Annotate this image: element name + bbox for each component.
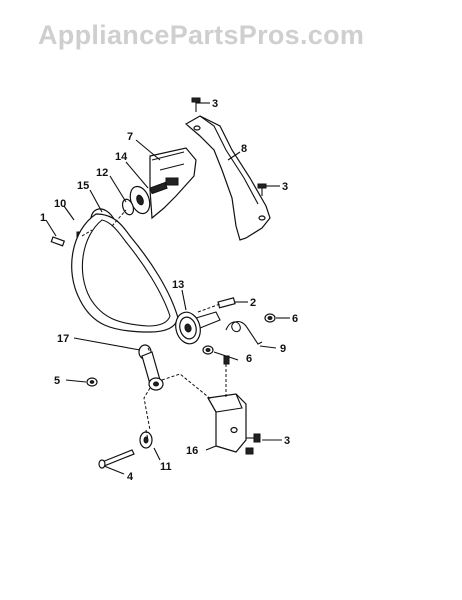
callout-11: 11 — [160, 461, 172, 473]
callout-3-right: 3 — [282, 181, 288, 193]
callout-7: 7 — [127, 131, 133, 143]
v-belt — [71, 213, 179, 333]
callout-9: 9 — [280, 343, 286, 355]
shoulder-bolt — [197, 297, 236, 313]
callout-12: 12 — [96, 167, 108, 179]
callout-13: 13 — [172, 279, 184, 291]
screw-bottom — [245, 447, 254, 455]
spring — [225, 320, 263, 345]
nut-lower — [202, 345, 214, 355]
callout-5: 5 — [54, 375, 60, 387]
lower-bracket — [207, 393, 247, 453]
callout-3-bottom: 3 — [284, 435, 290, 447]
callout-8: 8 — [241, 143, 247, 155]
callout-10: 10 — [54, 198, 66, 210]
nut-upper — [264, 313, 276, 323]
idler-arm — [138, 344, 164, 391]
screw-bottom-right — [246, 433, 261, 443]
assembly-lines — [81, 209, 227, 441]
callout-14: 14 — [115, 151, 128, 163]
washer-bottom — [139, 431, 153, 449]
callout-16: 16 — [186, 445, 198, 457]
callout-17: 17 — [57, 333, 69, 345]
callout-1: 1 — [40, 212, 46, 224]
callout-2: 2 — [250, 297, 256, 309]
upper-bracket — [149, 147, 197, 220]
idler-pulley — [175, 311, 221, 345]
callout-15: 15 — [77, 180, 89, 192]
callout-6-upper: 6 — [292, 313, 298, 325]
bracket-arm — [184, 115, 271, 241]
callout-4: 4 — [127, 471, 134, 483]
callout-6-lower: 6 — [246, 353, 252, 365]
upper-pulley — [121, 181, 168, 216]
callout-labels: 3 7 8 14 12 15 3 10 1 13 2 6 17 9 6 5 3 … — [40, 98, 298, 483]
watermark-text: AppliancePartsPros.com — [38, 20, 364, 50]
carriage-bolt — [98, 449, 135, 469]
screw-top — [191, 97, 201, 112]
callout-3-top: 3 — [212, 98, 218, 110]
leader-lines — [45, 102, 290, 475]
washer-left — [86, 377, 98, 387]
